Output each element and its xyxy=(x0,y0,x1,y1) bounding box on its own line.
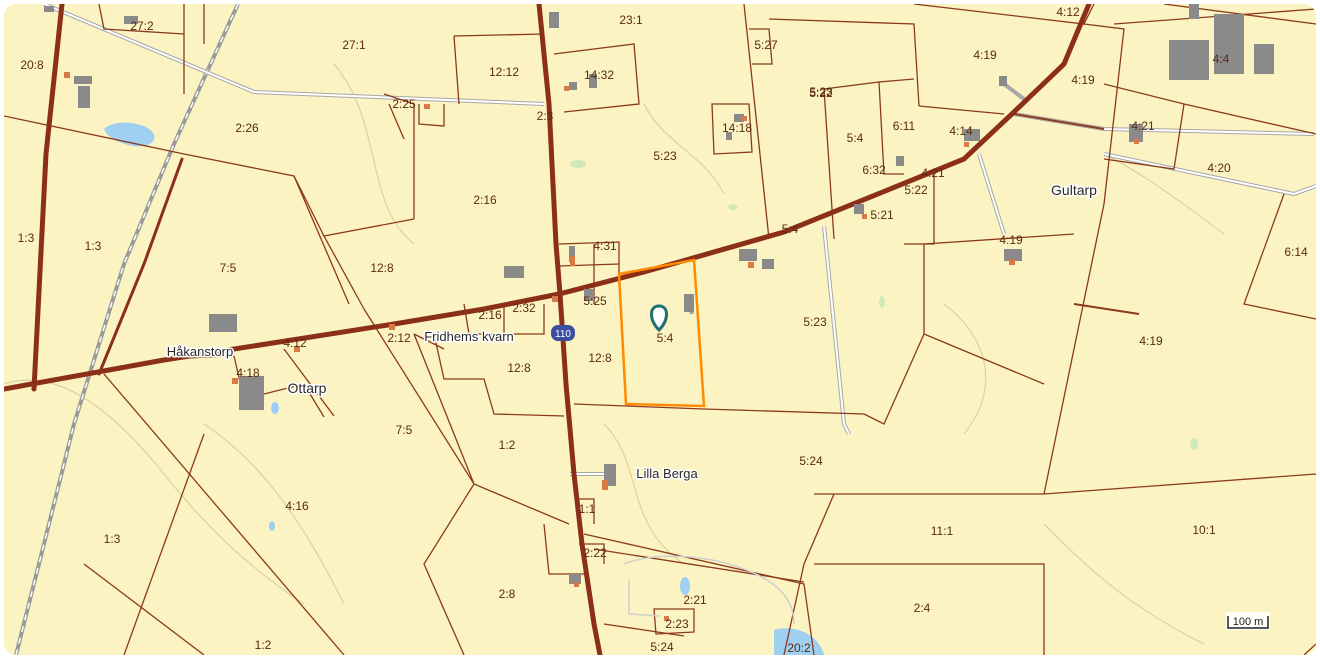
parcel-label: 4:20 xyxy=(1207,161,1231,175)
major-boundaries xyxy=(1013,113,1140,315)
parcel-label: 4:12 xyxy=(283,336,307,350)
parcel-label: 23:1 xyxy=(619,13,643,27)
parcel-label: 4:21 xyxy=(1131,119,1155,133)
parcel-label: 2:32 xyxy=(512,301,536,315)
map-viewport[interactable]: 110 27:2 27:1 23:1 20:8 2:26 12:12 14:32 2:25 2:… xyxy=(4,4,1316,655)
buildings-accent xyxy=(64,72,1139,621)
west-road xyxy=(31,4,65,392)
parcel-label: 1:3 xyxy=(104,532,121,546)
scale-bar-label: 100 m xyxy=(1233,616,1264,628)
parcel-label: 4:19 xyxy=(973,48,997,62)
parcel-label: 7:5 xyxy=(396,423,413,437)
parcel-label: 2:25 xyxy=(392,97,416,111)
place-label-hakanstorp: Håkanstorp xyxy=(167,344,233,359)
parcel-label: 4:21 xyxy=(921,166,945,180)
parcel-label: 2:16 xyxy=(478,308,502,322)
parcel-label: 12:12 xyxy=(489,65,519,79)
parcel-label: 12:8 xyxy=(507,361,531,375)
parcel-label: 1:1 xyxy=(579,502,596,516)
parcel-label: 4:12 xyxy=(1056,5,1080,19)
parcel-label: 1:2 xyxy=(255,638,272,652)
parcel-label: 5:4 xyxy=(847,131,864,145)
parcel-label: 27:1 xyxy=(342,38,366,52)
parcel-label: 5:23 xyxy=(653,149,677,163)
main-roads xyxy=(4,4,1092,655)
vegetation-patches xyxy=(570,160,1198,450)
parcel-label: 5:23 xyxy=(809,85,833,99)
parcel-label: 12:8 xyxy=(588,351,612,365)
parcel-label: 4:4 xyxy=(1213,52,1230,66)
parcel-label: 2:16 xyxy=(473,193,497,207)
parcel-label: 5:24 xyxy=(799,454,823,468)
parcel-label: 2:21 xyxy=(683,593,707,607)
parcel-label: 4:18 xyxy=(236,366,260,380)
parcel-label: 2:12 xyxy=(387,331,411,345)
parcel-label: 2:8 xyxy=(499,587,516,601)
parcel-label: 6:32 xyxy=(862,163,886,177)
parcel-label: 4:19 xyxy=(1071,73,1095,87)
pond xyxy=(680,577,690,595)
route-110 xyxy=(536,4,603,655)
parcel-label: 5:22 xyxy=(809,86,833,100)
parcel-label: 1:3 xyxy=(85,239,102,253)
parcel-label: 2:22 xyxy=(583,546,607,560)
parcel-label: 4:14 xyxy=(949,124,973,138)
parcel-label: 2:23 xyxy=(665,617,689,631)
parcel-label: 5:21 xyxy=(870,208,894,222)
cadastral-map[interactable]: 110 27:2 27:1 23:1 20:8 2:26 12:12 14:32 2:25 2:… xyxy=(4,4,1316,655)
minor-roads-fill xyxy=(43,4,1316,475)
route-shield: 110 xyxy=(551,325,575,341)
parcel-label: 12:8 xyxy=(370,261,394,275)
pond xyxy=(271,402,279,414)
main-road-east-west xyxy=(4,4,1092,392)
map-pin-icon[interactable] xyxy=(650,304,668,333)
parcel-label: 7:5 xyxy=(220,261,237,275)
parcel-label: 2:26 xyxy=(235,121,259,135)
parcel-label: 27:2 xyxy=(130,19,154,33)
parcel-label: 5:23 xyxy=(803,315,827,329)
fenced-area xyxy=(623,555,795,625)
property-boundaries xyxy=(4,4,1316,655)
parcel-label: 5:4 xyxy=(782,222,799,236)
parcel-label: 4:31 xyxy=(593,239,617,253)
parcel-label: 4:16 xyxy=(285,499,309,513)
parcel-label: 2:3 xyxy=(537,109,554,123)
parcel-label: 4:19 xyxy=(999,233,1023,247)
selected-parcel-outline[interactable] xyxy=(617,258,706,408)
route-number: 110 xyxy=(555,329,571,340)
parcel-label: 5:4 xyxy=(657,331,674,345)
parcel-label: 14:32 xyxy=(584,68,614,82)
parcel-label: 14:18 xyxy=(722,121,752,135)
parcel-label: 5:22 xyxy=(904,183,928,197)
parcel-label: 20:2 xyxy=(787,641,811,655)
diagonal-road xyxy=(97,157,184,376)
pond xyxy=(774,628,824,655)
place-label-lilla-berga: Lilla Berga xyxy=(636,466,698,481)
parcel-label: 6:14 xyxy=(1284,245,1308,259)
scale-bar: 100 m xyxy=(1226,612,1270,630)
parcel-label: 1:3 xyxy=(18,231,35,245)
parcel-label: 20:8 xyxy=(20,58,44,72)
parcel-labels: 27:2 27:1 23:1 20:8 2:26 12:12 14:32 2:25 2:3 5:2… xyxy=(18,5,1308,655)
parcel-label: 10:1 xyxy=(1192,523,1216,537)
place-label-ottarp: Ottarp xyxy=(288,380,327,396)
parcel-label: 11:1 xyxy=(931,524,954,538)
parcel-label: 2:4 xyxy=(914,601,931,615)
parcel-label: 4:19 xyxy=(1139,334,1163,348)
parcel-label: 5:25 xyxy=(583,294,607,308)
parcel-label: 1:2 xyxy=(499,438,516,452)
place-label-fridhems-kvarn: Fridhems kvarn xyxy=(424,329,514,344)
parcel-label: 5:24 xyxy=(650,640,674,654)
pond xyxy=(269,521,275,531)
place-label-gultarp: Gultarp xyxy=(1051,182,1097,198)
parcel-label: 5:27 xyxy=(754,38,778,52)
railway xyxy=(14,4,240,655)
parcel-label: 6:11 xyxy=(893,119,916,133)
